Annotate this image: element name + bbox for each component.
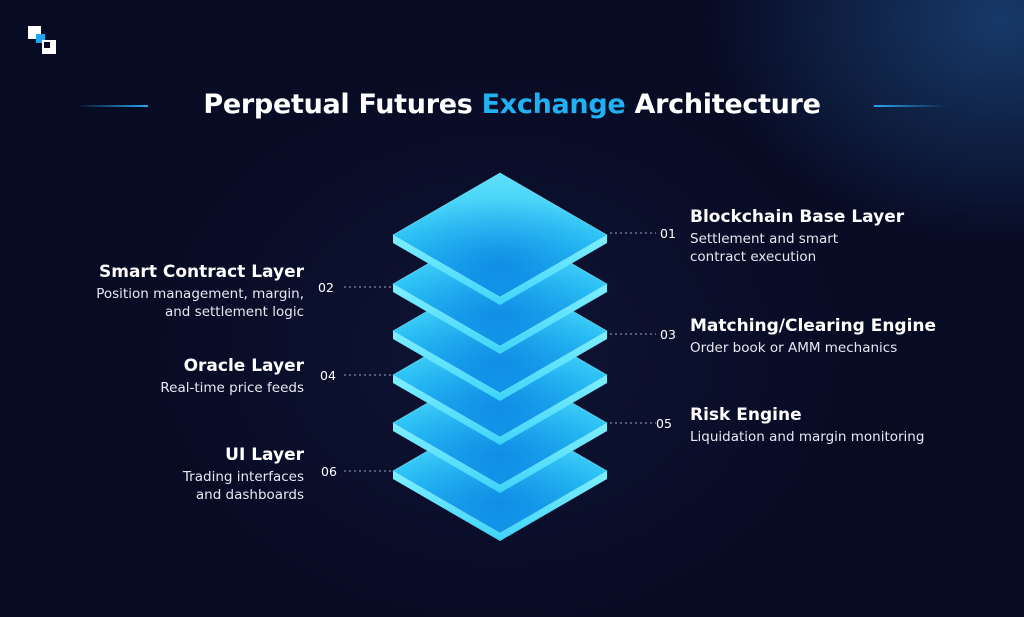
layer-number-01: 01 [660, 226, 676, 241]
layer-number-02: 02 [318, 280, 334, 295]
brand-logo-icon [28, 26, 56, 54]
label-oracle-layer: Oracle Layer Real-time price feeds [160, 356, 304, 397]
layer-title: Matching/Clearing Engine [690, 316, 937, 336]
layer-number-05: 05 [656, 416, 672, 431]
layer-number-03: 03 [660, 327, 676, 342]
layer-number-04: 04 [320, 368, 336, 383]
layer-description-line2: and dashboards [195, 487, 304, 503]
label-smart-contract-layer: Smart Contract Layer Position management… [96, 262, 304, 321]
label-matching-clearing-engine: Matching/Clearing Engine Order book or A… [690, 316, 936, 357]
title-accent: Exchange [481, 88, 626, 120]
layer-description-line1: Liquidation and margin monitoring [690, 429, 925, 445]
layer-number-06: 06 [321, 464, 337, 479]
page-title: Perpetual Futures Exchange Architecture [203, 89, 820, 120]
layer-description-line1: Order book or AMM mechanics [690, 340, 898, 356]
layer-title: Oracle Layer [183, 356, 304, 376]
layer-description-line2: and settlement logic [164, 304, 304, 320]
layer-title: Risk Engine [690, 405, 802, 425]
label-ui-layer: UI Layer Trading interfaces and dashboar… [183, 445, 304, 504]
layer-description-line1: Real-time price feeds [160, 380, 304, 396]
label-risk-engine: Risk Engine Liquidation and margin monit… [690, 405, 924, 446]
title-part1: Perpetual Futures [203, 88, 473, 120]
layer-plate-01 [392, 172, 608, 305]
title-right-rule [874, 105, 946, 107]
layer-description-line1: Trading interfaces [182, 469, 304, 485]
layer-description-line1: Position management, margin, [96, 286, 304, 302]
layer-description-line1: Settlement and smart [690, 231, 839, 247]
layer-title: Smart Contract Layer [99, 262, 304, 282]
layer-title: Blockchain Base Layer [690, 207, 905, 227]
title-part2: Architecture [634, 88, 821, 120]
page-title-row: Perpetual Futures Exchange Architecture [0, 84, 1024, 124]
title-left-rule [76, 105, 148, 107]
label-blockchain-base-layer: Blockchain Base Layer Settlement and sma… [690, 207, 904, 266]
layer-title: UI Layer [225, 445, 304, 465]
layer-description-line2: contract execution [690, 249, 817, 265]
